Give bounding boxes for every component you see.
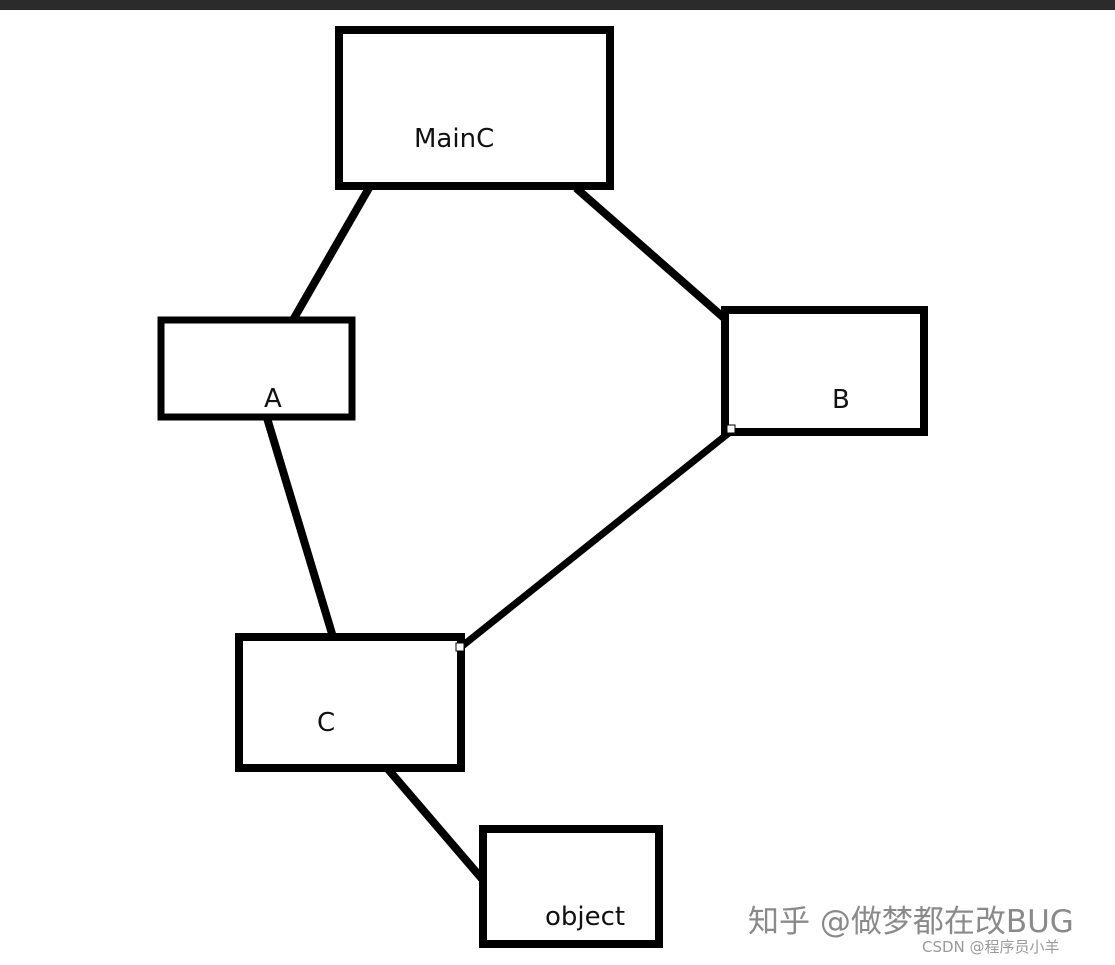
node-object-label: object xyxy=(545,902,625,932)
watermark-zhihu: 知乎 @做梦都在改BUG xyxy=(748,904,1074,940)
node-a-label: A xyxy=(264,384,282,414)
watermark-csdn: CSDN @程序员小羊 xyxy=(922,938,1060,956)
node-a-box xyxy=(157,316,356,421)
node-c-box xyxy=(235,633,465,772)
edge-b-c xyxy=(458,429,733,650)
connector-handle-c xyxy=(455,642,465,652)
edge-a-c xyxy=(263,416,337,639)
node-object-box xyxy=(479,825,663,948)
node-mainc-box xyxy=(335,26,614,190)
window-top-bar xyxy=(0,0,1115,10)
edge-c-object xyxy=(383,765,487,883)
edge-mainc-a xyxy=(289,186,373,322)
node-mainc-label: MainC xyxy=(414,124,494,154)
node-c-label: C xyxy=(317,708,335,738)
node-b-box xyxy=(721,306,928,436)
connector-handle-b xyxy=(726,424,736,434)
node-b-label: B xyxy=(832,385,850,415)
edge-mainc-b xyxy=(573,184,727,322)
